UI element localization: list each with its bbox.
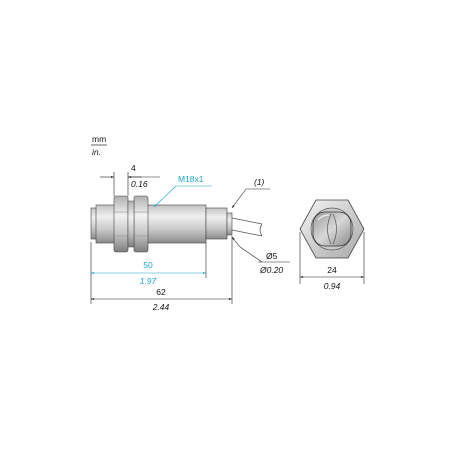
lens-highlight (317, 214, 330, 221)
note-callout: (1) (231, 177, 270, 209)
cable-diameter-in: Ø0.20 (259, 265, 283, 275)
units-legend: mm in. (91, 134, 107, 157)
thread-label: M18x1 (178, 174, 204, 184)
unit-inch-label: in. (92, 147, 101, 157)
sensor-side-view (90, 195, 263, 253)
sensing-face-front (312, 211, 352, 247)
nut-offset-in: 0.16 (131, 179, 148, 189)
dim-overall-length: 62 2.44 (90, 236, 233, 312)
sensor-front-view (299, 199, 365, 259)
note-ref-label: (1) (254, 177, 265, 187)
overall-length-mm: 62 (156, 287, 166, 297)
nut-offset-mm: 4 (131, 163, 136, 173)
lens-divider-left (327, 213, 332, 245)
threaded-length-mm: 50 (143, 260, 153, 270)
hex-width-in: 0.94 (324, 281, 341, 291)
cable (231, 217, 263, 237)
dim-threaded-length: 50 1.97 (90, 242, 207, 286)
cable-diameter-mm: Ø5 (266, 251, 278, 261)
cable-diameter-callout: Ø5 Ø0.20 (231, 236, 290, 275)
rear-body (205, 207, 228, 240)
dim-nut-offset: 4 0.16 (100, 163, 160, 196)
threaded-body (95, 204, 207, 244)
lock-nut-rear (133, 195, 149, 253)
threaded-length-in: 1.97 (140, 276, 157, 286)
washer (127, 200, 135, 248)
thread-callout: M18x1 (153, 174, 212, 208)
lens-divider-right (332, 213, 337, 245)
cable-gland (226, 212, 233, 236)
overall-length-in: 2.44 (152, 302, 170, 312)
hex-width-mm: 24 (327, 265, 337, 275)
lock-nut-front (113, 195, 129, 253)
unit-mm-label: mm (92, 134, 106, 144)
dim-hex-width: 24 0.94 (299, 232, 365, 291)
